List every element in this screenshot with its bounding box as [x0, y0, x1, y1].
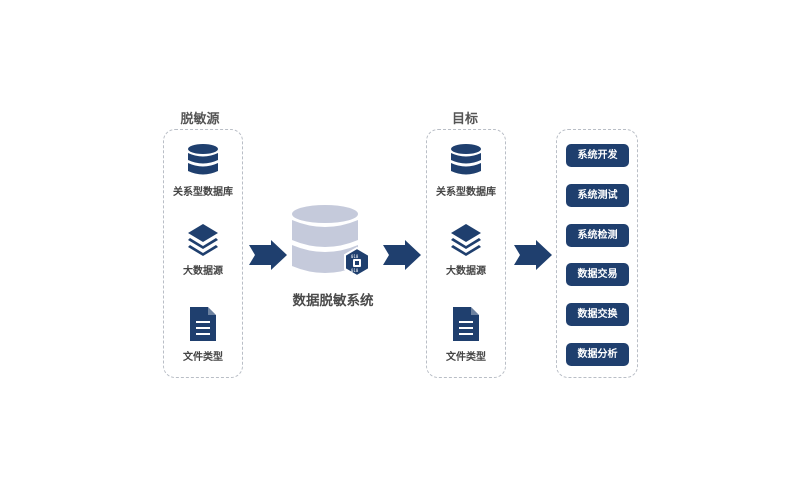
- document-icon: [453, 307, 479, 341]
- source-item-label: 文件类型: [183, 352, 223, 363]
- source-item-label: 关系型数据库: [173, 187, 233, 198]
- target-group-box: [426, 129, 506, 378]
- database-icon: [188, 144, 218, 175]
- target-item-file-type: 文件类型: [426, 305, 506, 363]
- source-item-label: 大数据源: [183, 266, 223, 277]
- target-item-big-data: 大数据源: [426, 222, 506, 277]
- source-group-box: [163, 129, 243, 378]
- svg-text:010: 010: [351, 268, 359, 273]
- database-icon: [451, 144, 481, 175]
- app-item-system-test: 系统测试: [566, 184, 629, 207]
- app-item-system-dev: 系统开发: [566, 144, 629, 167]
- layers-icon: [451, 224, 481, 256]
- source-item-file-type: 文件类型: [163, 305, 243, 363]
- app-item-data-trade: 数据交易: [566, 263, 629, 286]
- source-title: 脱敏源: [180, 112, 220, 127]
- source-item-big-data: 大数据源: [163, 222, 243, 277]
- system-label: 数据脱敏系统: [292, 293, 374, 309]
- source-item-relational-db: 关系型数据库: [163, 143, 243, 198]
- target-item-label: 关系型数据库: [436, 187, 496, 198]
- target-item-label: 大数据源: [446, 266, 486, 277]
- applications-group-box: [556, 129, 638, 378]
- target-item-label: 文件类型: [446, 352, 486, 363]
- svg-text:010: 010: [351, 254, 359, 259]
- arrow-right-icon: [383, 240, 421, 270]
- arrow-right-icon: [249, 240, 287, 270]
- desensitization-system-icon: 010 010: [292, 205, 370, 278]
- document-icon: [190, 307, 216, 341]
- target-title: 目标: [451, 112, 478, 127]
- arrow-right-icon: [514, 240, 552, 270]
- app-item-system-check: 系统检测: [566, 224, 629, 247]
- target-item-relational-db: 关系型数据库: [426, 143, 506, 198]
- app-item-data-exchange: 数据交换: [566, 303, 629, 326]
- app-item-data-analysis: 数据分析: [566, 343, 629, 366]
- layers-icon: [188, 224, 218, 256]
